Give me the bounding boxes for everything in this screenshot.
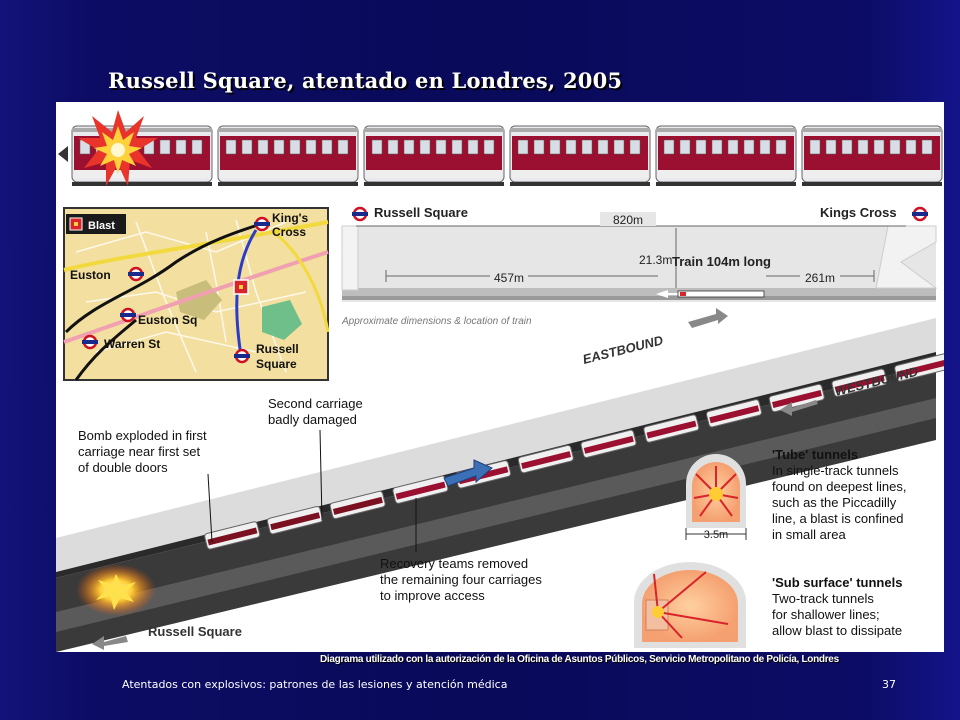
tube-width-label: 3.5m: [704, 529, 728, 541]
train-carriage: [801, 125, 943, 186]
train-length-label: Train 104m long: [672, 254, 771, 269]
subsurface-line-1: Two-track tunnels: [772, 591, 874, 606]
subsurface-line-2: for shallower lines;: [772, 607, 880, 622]
westbound-arrow-icon: [92, 636, 128, 650]
tunnel-carriage: [266, 506, 323, 535]
westbound-arrow-icon: [780, 400, 818, 416]
tube-tunnel-box: 3.5m 'Tube' tunnels In single-track tunn…: [685, 447, 906, 542]
map-legend-label: Blast: [88, 220, 115, 232]
tunnel-carriage: [831, 368, 888, 397]
annotation-recovery-3: to improve access: [380, 588, 485, 603]
underground-roundel-icon: [352, 206, 368, 222]
tube-line-3: such as the Piccadilly: [772, 495, 897, 510]
annotation-recovery-2: the remaining four carriages: [380, 572, 542, 587]
eastbound-arrow-icon: [688, 308, 728, 328]
annotation-recovery-1: Recovery teams removed: [380, 556, 528, 571]
train-carriage: [363, 125, 505, 186]
annotation-second-carriage-1: Second carriage: [268, 396, 363, 411]
label-russell-square: Russell Square: [148, 624, 242, 639]
underground-roundel-icon: [82, 334, 98, 350]
underground-roundel-icon: [120, 307, 136, 323]
underground-roundel-icon: [912, 206, 928, 222]
blast-star-icon: [78, 110, 158, 186]
page-number: 37: [882, 678, 896, 691]
underground-roundel-icon: [128, 266, 144, 282]
tube-line-1: In single-track tunnels: [772, 463, 899, 478]
subsurface-tunnel-box: 'Sub surface' tunnels Two-track tunnels …: [634, 562, 902, 648]
station-label-euston: Euston: [70, 268, 111, 282]
tunnel-carriage: [204, 521, 261, 550]
diagram-panel: Blast King's Cross Euston Euston Sq Warr…: [56, 102, 944, 652]
depth-profile: Russell Square Kings Cross 820m 21.3m Tr…: [341, 205, 938, 327]
underground-roundel-icon: [234, 348, 250, 364]
annotation-bomb-2: carriage near first set: [78, 444, 200, 459]
station-label-warren-st: Warren St: [104, 337, 160, 351]
tunnel-carriage: [768, 383, 825, 413]
train-carriage: [655, 125, 797, 186]
subsurface-title: 'Sub surface' tunnels: [772, 575, 902, 590]
profile-caption: Approximate dimensions & location of tra…: [341, 316, 532, 327]
station-label-euston-sq: Euston Sq: [138, 313, 197, 327]
image-credit: Diagrama utilizado con la autorización d…: [320, 654, 839, 665]
blast-arrows-icon: [653, 571, 729, 639]
location-map: Blast King's Cross Euston Euston Sq Warr…: [63, 207, 330, 381]
profile-left-station: Russell Square: [374, 205, 468, 220]
tube-line-5: in small area: [772, 527, 846, 542]
tube-line-4: line, a blast is confined: [772, 511, 904, 526]
tunnel-carriage: [706, 399, 763, 428]
diagram-graphic: Blast King's Cross Euston Euston Sq Warr…: [56, 110, 944, 652]
station-label-kings: King's: [272, 211, 309, 225]
station-label-cross: Cross: [272, 225, 306, 239]
distance-right: 261m: [805, 271, 835, 285]
tube-title: 'Tube' tunnels: [772, 447, 858, 462]
tube-line-2: found on deepest lines,: [772, 479, 906, 494]
tunnel-carriage: [329, 490, 386, 520]
depth-label: 21.3m: [639, 253, 672, 267]
profile-right-station: Kings Cross: [820, 205, 897, 220]
subsurface-line-3: allow blast to dissipate: [772, 623, 902, 638]
train-overview: [58, 110, 943, 186]
tunnel-carriage: [580, 429, 637, 458]
annotation-bomb-1: Bomb exploded in first: [78, 428, 207, 443]
station-label-russell: Russell: [256, 342, 299, 356]
label-eastbound: EASTBOUND: [581, 332, 665, 367]
footer-text: Atentados con explosivos: patrones de la…: [122, 678, 508, 691]
recovery-arrow-icon: [443, 459, 493, 487]
train-carriage: [217, 125, 359, 186]
underground-roundel-icon: [254, 216, 270, 232]
annotation-second-carriage-2: badly damaged: [268, 412, 357, 427]
tunnel-carriage: [517, 444, 574, 474]
tunnel-carriage: [894, 353, 944, 382]
annotation-bomb-3: of double doors: [78, 460, 168, 475]
direction-arrow-icon: [58, 146, 68, 162]
tunnel-carriage: [643, 414, 700, 443]
slide-title: Russell Square, atentado en Londres, 200…: [108, 68, 623, 93]
distance-left: 457m: [494, 271, 524, 285]
train-carriage: [509, 125, 651, 186]
distance-total: 820m: [613, 213, 643, 227]
station-label-square: Square: [256, 357, 297, 371]
